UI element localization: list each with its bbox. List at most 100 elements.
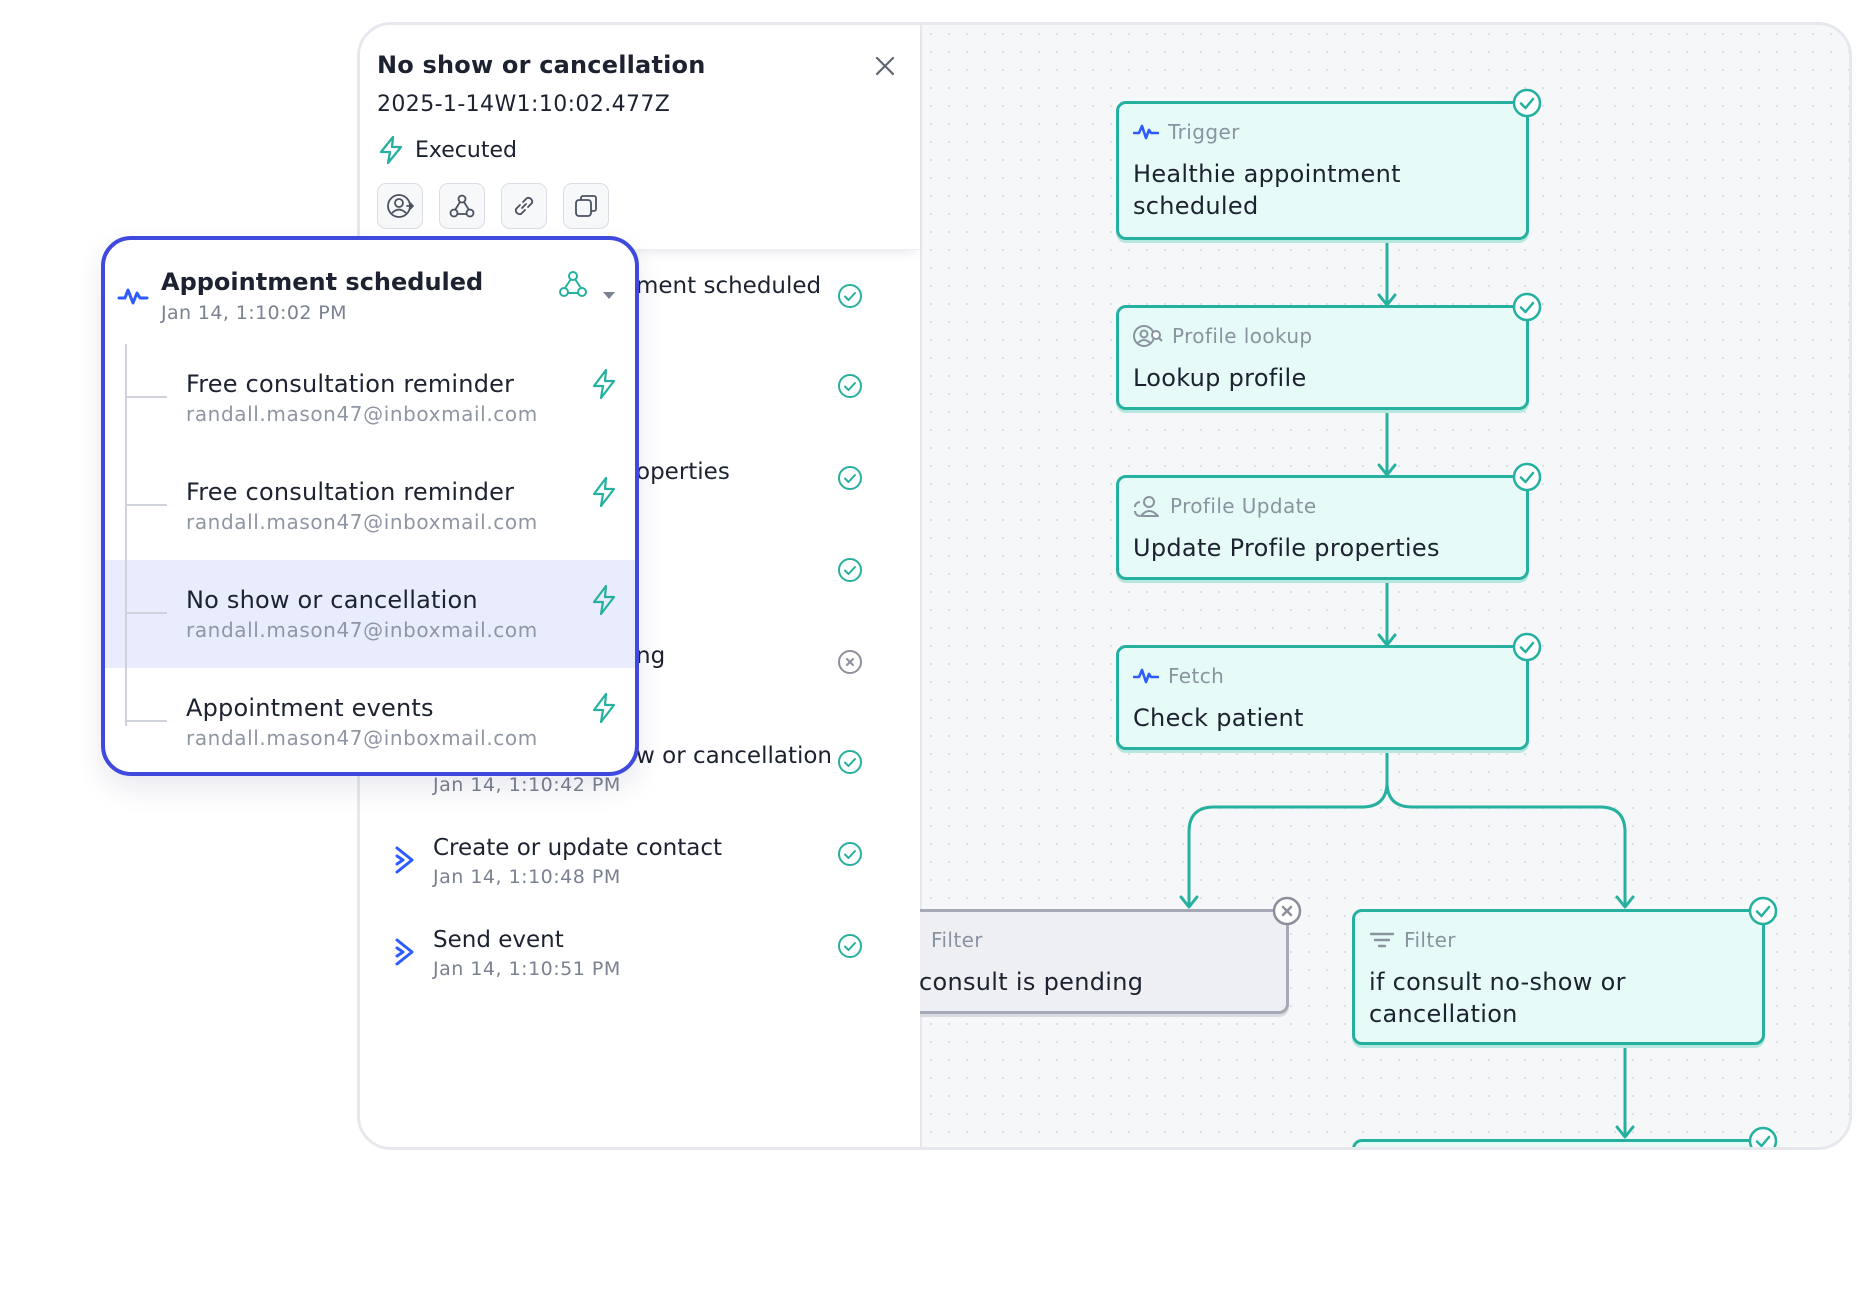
node-label: Healthie appointment scheduled xyxy=(1133,160,1401,220)
flow-email: randall.mason47@inboxmail.com xyxy=(186,726,538,750)
node-type-label: Filter xyxy=(1404,928,1456,952)
run-row[interactable]: Send event Jan 14, 1:10:51 PM xyxy=(360,927,920,1007)
run-row[interactable] xyxy=(360,367,920,447)
node-label: Lookup profile xyxy=(1133,364,1307,392)
copy-button[interactable] xyxy=(563,183,609,229)
lightning-icon xyxy=(592,476,616,508)
flow-name: Free consultation reminder xyxy=(186,370,515,398)
flow-canvas[interactable]: Trigger Healthie appointment scheduled P… xyxy=(862,25,1849,1147)
chevron-right-icon xyxy=(395,846,414,874)
lightning-icon xyxy=(592,692,616,724)
run-timestamp: 2025-1-14W1:10:02.477Z xyxy=(377,92,671,117)
run-name: Send event xyxy=(433,927,564,953)
healthie-icon xyxy=(1133,668,1159,684)
node-type-label: Fetch xyxy=(1168,664,1225,688)
run-time: Jan 14, 1:10:48 PM xyxy=(433,866,621,888)
flow-node-fetch[interactable]: Fetch Check patient xyxy=(1116,632,1542,750)
check-circle-icon xyxy=(838,934,862,958)
close-icon[interactable] xyxy=(870,51,900,81)
run-name: ment scheduled xyxy=(636,273,822,299)
profile-lookup-icon xyxy=(1133,325,1163,347)
node-label: consult is pending xyxy=(919,968,1144,996)
chevron-down-icon[interactable] xyxy=(602,290,616,300)
profile-action-button[interactable] xyxy=(377,183,423,229)
list-item[interactable]: Appointment events randall.mason47@inbox… xyxy=(105,668,635,772)
run-time: Jan 14, 1:10:42 PM xyxy=(433,774,621,796)
status-badge: Executed xyxy=(377,135,517,165)
lightning-icon xyxy=(592,368,616,400)
check-circle-icon xyxy=(1512,88,1542,118)
list-item-active[interactable]: No show or cancellation randall.mason47@… xyxy=(105,560,635,668)
list-item[interactable]: Free consultation reminder randall.mason… xyxy=(105,452,635,560)
x-circle-icon xyxy=(838,650,862,674)
check-circle-icon xyxy=(1748,896,1778,926)
node-label: if consult no-show or cancellation xyxy=(1369,968,1626,1028)
node-type-label: Filter xyxy=(931,928,983,952)
node-type-label: Profile lookup xyxy=(1172,324,1313,348)
popover-title: Appointment scheduled xyxy=(161,268,484,296)
tree-line xyxy=(125,344,127,726)
run-row[interactable]: ng xyxy=(360,643,920,723)
copy-icon xyxy=(575,195,597,217)
x-circle-icon xyxy=(1272,896,1302,926)
chevron-right-icon xyxy=(395,938,414,966)
webhook-button[interactable] xyxy=(439,183,485,229)
lightning-icon xyxy=(592,584,616,616)
lightning-icon xyxy=(379,135,403,165)
flow-connectors xyxy=(1179,238,1635,1139)
flow-node-filter-noshow[interactable]: Filter if consult no-show or cancellatio… xyxy=(1352,896,1778,1045)
flow-node-trigger[interactable]: Trigger Healthie appointment scheduled xyxy=(1116,88,1542,240)
check-circle-icon xyxy=(838,466,862,490)
check-circle-icon xyxy=(1512,632,1542,662)
action-toolbar xyxy=(377,183,609,229)
check-circle-icon xyxy=(838,558,862,582)
flow-name: Appointment events xyxy=(186,694,434,722)
filter-icon xyxy=(1369,932,1395,948)
run-row[interactable]: ment scheduled xyxy=(360,273,920,353)
run-name: w or cancellation xyxy=(636,743,833,769)
check-circle-icon xyxy=(1512,462,1542,492)
app-window: Trigger Healthie appointment scheduled P… xyxy=(357,22,1852,1150)
profile-action-icon xyxy=(387,194,414,218)
check-circle-icon xyxy=(838,284,862,308)
healthie-icon xyxy=(117,288,149,305)
status-label: Executed xyxy=(415,137,517,163)
run-row[interactable]: operties xyxy=(360,459,920,539)
node-type-label: Trigger xyxy=(1168,120,1240,144)
page-title: No show or cancellation xyxy=(377,51,706,79)
check-circle-icon xyxy=(1512,292,1542,322)
list-item[interactable]: Free consultation reminder randall.mason… xyxy=(105,344,635,452)
run-row[interactable] xyxy=(360,551,920,631)
flow-node-next[interactable] xyxy=(1352,1126,1778,1147)
flow-node-profile-update[interactable]: Profile Update Update Profile properties xyxy=(1116,462,1542,580)
run-time: Jan 14, 1:10:51 PM xyxy=(433,958,621,980)
profile-update-icon xyxy=(1134,496,1159,517)
flow-node-profile-lookup[interactable]: Profile lookup Lookup profile xyxy=(1116,292,1542,410)
check-circle-icon xyxy=(838,750,862,774)
link-icon xyxy=(514,196,534,216)
run-row[interactable]: Create or update contact Jan 14, 1:10:48… xyxy=(360,835,920,915)
check-circle-icon xyxy=(838,842,862,866)
node-label: Update Profile properties xyxy=(1133,534,1440,562)
healthie-icon xyxy=(1133,124,1159,140)
panel-header: No show or cancellation 2025-1-14W1:10:0… xyxy=(360,25,920,250)
flow-name: No show or cancellation xyxy=(186,586,478,614)
run-name: ng xyxy=(636,643,666,669)
flow-name: Free consultation reminder xyxy=(186,478,515,506)
node-label: Check patient xyxy=(1133,704,1304,732)
check-circle-icon xyxy=(1748,1126,1778,1147)
webhook-icon xyxy=(449,194,475,218)
run-name: operties xyxy=(636,459,730,485)
flow-email: randall.mason47@inboxmail.com xyxy=(186,402,538,426)
popover-time: Jan 14, 1:10:02 PM xyxy=(161,302,347,324)
run-row[interactable]: w or cancellation Jan 14, 1:10:42 PM xyxy=(360,743,920,823)
flow-node-filter-pending[interactable]: Filter consult is pending xyxy=(862,896,1302,1014)
profile-flows-popover: Appointment scheduled Jan 14, 1:10:02 PM… xyxy=(101,236,639,776)
node-type-label: Profile Update xyxy=(1170,494,1317,518)
link-button[interactable] xyxy=(501,183,547,229)
webhook-icon[interactable] xyxy=(557,268,589,300)
check-circle-icon xyxy=(838,374,862,398)
flow-email: randall.mason47@inboxmail.com xyxy=(186,618,538,642)
run-name: Create or update contact xyxy=(433,835,722,861)
flow-email: randall.mason47@inboxmail.com xyxy=(186,510,538,534)
